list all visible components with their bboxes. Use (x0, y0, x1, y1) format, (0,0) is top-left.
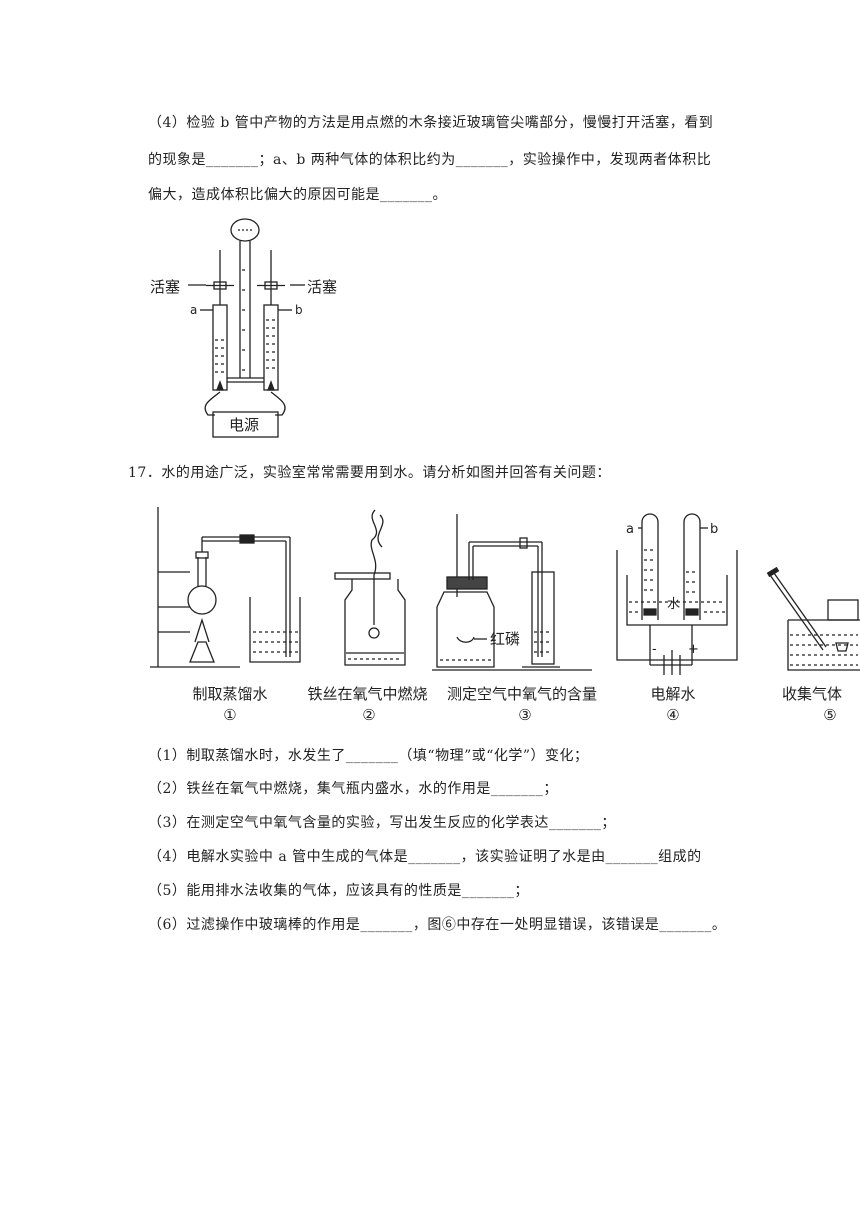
power-source-label: 电源 (229, 416, 259, 434)
q16-part4-line2: 的现象是_______；a、b 两种气体的体积比约为_______，实验操作中，… (148, 152, 712, 168)
figure3-number: ③ (518, 706, 532, 724)
right-stopcock-label: 活塞 (307, 278, 337, 296)
figure1-caption: 制取蒸馏水 (192, 685, 268, 703)
distillation-figure (150, 507, 301, 668)
red-phosphorus-label: 红磷 (490, 630, 520, 648)
figure5-number: ⑤ (823, 706, 837, 724)
electrolysis-tube-b-label: b (710, 522, 718, 537)
figure1-number: ① (223, 706, 237, 724)
q17-question-4: （4）电解水实验中 a 管中生成的气体是_______，该实验证明了水是由___… (148, 849, 702, 865)
negative-terminal-label: - (652, 642, 657, 657)
q17-question-3: （3）在测定空气中氧气含量的实验，写出发生反应的化学表达_______； (148, 815, 616, 831)
q16-part4-line3: 偏大，造成体积比偏大的原因可能是_______。 (148, 187, 447, 203)
left-stopcock-label: 活塞 (150, 278, 180, 296)
figure2-number: ② (362, 706, 376, 724)
q17-question-5: （5）能用排水法收集的气体，应该具有的性质是_______； (148, 883, 529, 899)
oxygen-content-figure: 红磷 (432, 514, 592, 671)
water-label: 水 (667, 597, 680, 612)
water-electrolysis-figure: a b 水 - + (616, 513, 738, 675)
gas-collection-figure (766, 566, 860, 671)
figure5-caption: 收集气体 (781, 685, 842, 703)
q17-question-6: （6）过滤操作中玻璃棒的作用是_______，图⑥中存在一处明显错误，该错误是_… (148, 917, 727, 933)
electrolysis-apparatus-figure: 活塞 活塞 a b 电源 (150, 218, 337, 438)
q17-question-1: （1）制取蒸馏水时，水发生了_______（填“物理”或“化学”）变化； (148, 748, 589, 764)
positive-terminal-label: + (688, 642, 699, 657)
tube-b-label: b (295, 303, 303, 317)
q17-question-2: （2）铁丝在氧气中燃烧，集气瓶内盛水，水的作用是_______； (148, 781, 558, 797)
figure3-caption: 测定空气中氧气的含量 (446, 685, 597, 703)
iron-combustion-figure (334, 509, 406, 666)
tube-a-label: a (190, 303, 197, 317)
figure4-number: ④ (666, 706, 680, 724)
electrolysis-tube-a-label: a (626, 522, 634, 537)
q16-part4-line1: （4）检验 b 管中产物的方法是用点燃的木条接近玻璃管尖嘴部分，慢慢打开活塞，看… (148, 115, 714, 131)
figure4-caption: 电解水 (650, 685, 696, 703)
q17-stem: 17．水的用途广泛，实验室常常需要用到水。请分析如图并回答有关问题： (128, 465, 611, 481)
figure2-caption: 铁丝在氧气中燃烧 (307, 685, 428, 703)
